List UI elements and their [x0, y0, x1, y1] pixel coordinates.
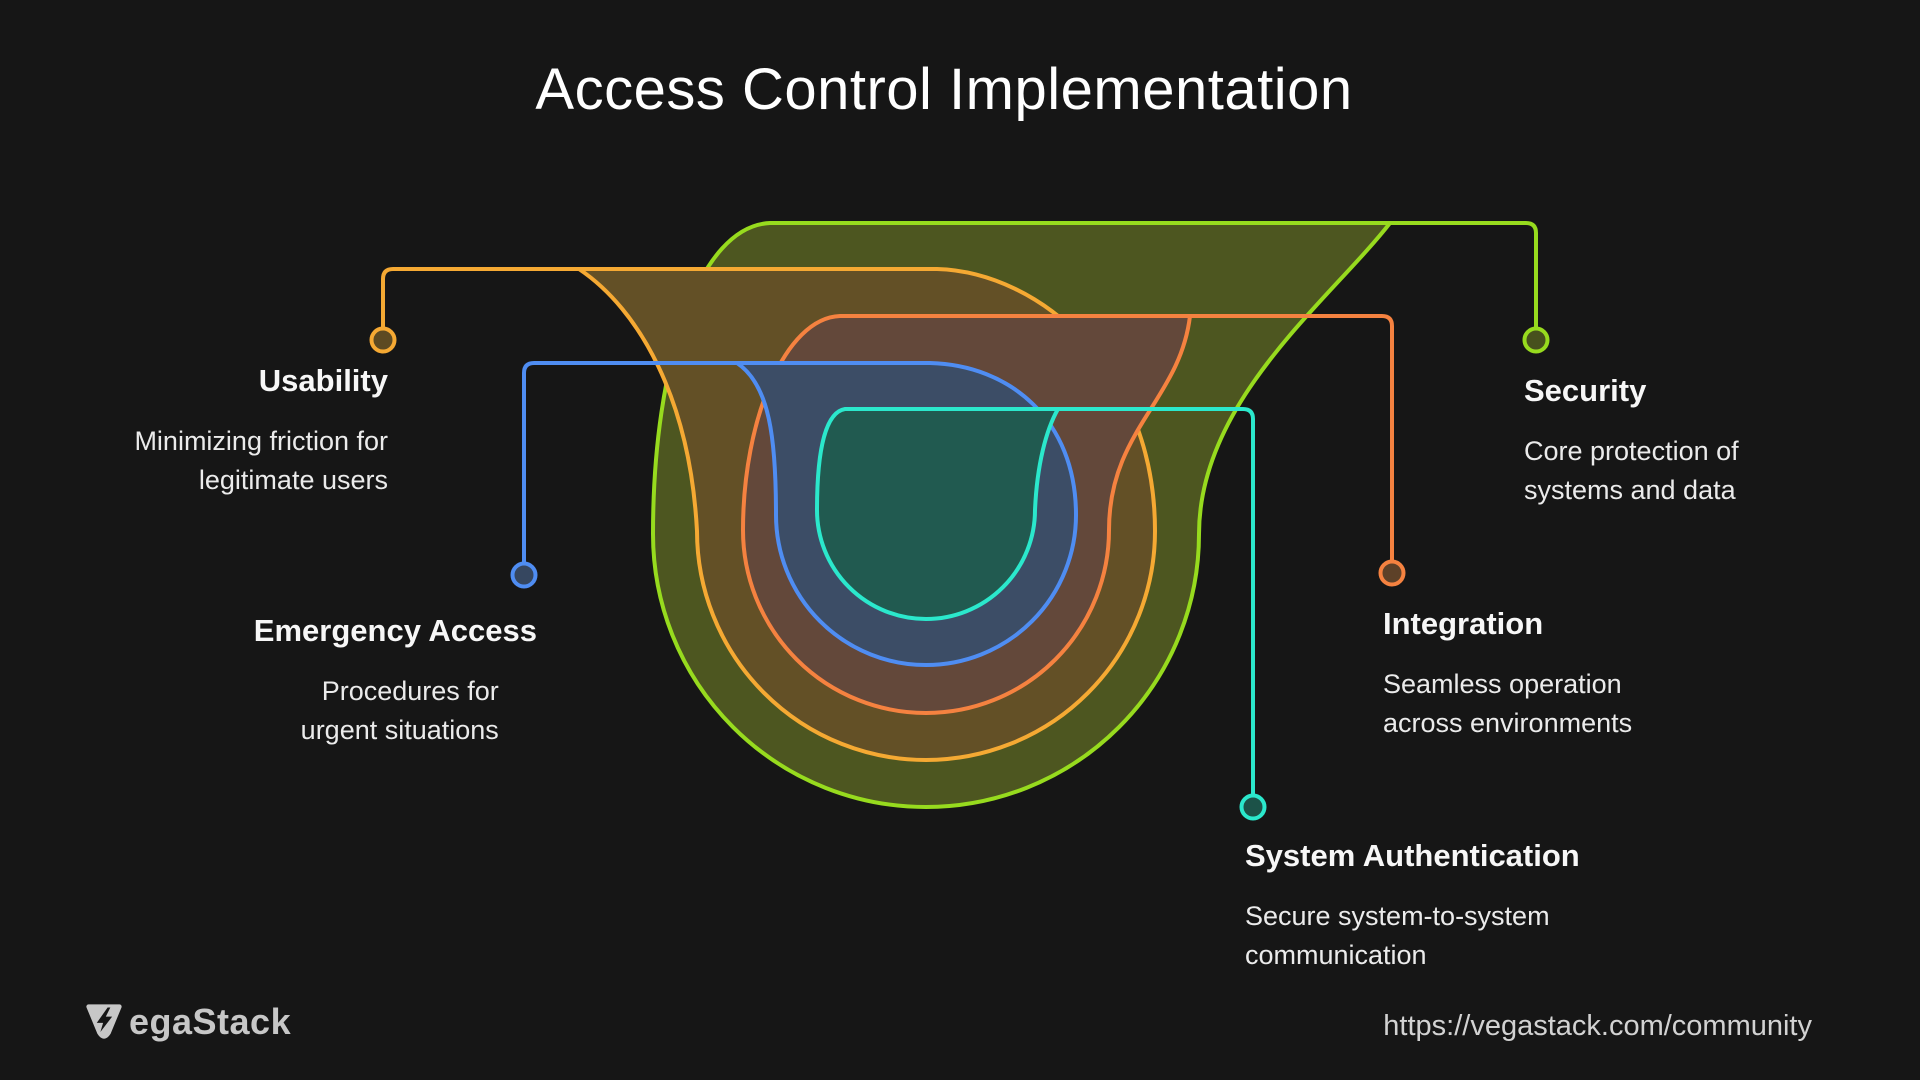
callout-usability-title: Usability — [258, 363, 388, 398]
brand-wordmark: egaStack — [129, 1001, 292, 1042]
integration-marker-dot — [1378, 559, 1406, 587]
callout-emergency-access-desc: Procedures for urgent situations — [300, 676, 499, 746]
usability-marker-dot — [369, 326, 397, 354]
callout-usability: Usability Minimizing friction for legiti… — [68, 361, 388, 500]
system-authentication-connector-line — [1058, 407, 1255, 794]
emergency-access-marker-dot — [510, 561, 538, 589]
integration-connector-line — [1190, 314, 1394, 560]
callout-emergency-access: Emergency Access Procedures for urgent s… — [254, 611, 537, 750]
callout-security-desc: Core protection of systems and data — [1524, 436, 1739, 506]
security-marker-dot — [1522, 326, 1550, 354]
callout-integration-title: Integration — [1383, 606, 1544, 641]
brand-logo: egaStack — [84, 1002, 291, 1042]
system-authentication-shape — [814, 407, 1062, 622]
callout-emergency-access-title: Emergency Access — [253, 613, 537, 648]
security-connector-line — [1390, 221, 1538, 327]
callout-system-authentication: System Authentication Secure system-to-s… — [1245, 836, 1590, 975]
callout-security-title: Security — [1524, 373, 1647, 408]
callout-usability-desc: Minimizing friction for legitimate users — [134, 426, 388, 496]
layer-system-authentication — [814, 407, 1267, 821]
vegastack-v-bolt-icon — [86, 1004, 122, 1039]
callout-integration: Integration Seamless operation across en… — [1383, 604, 1678, 743]
callout-integration-desc: Seamless operation across environments — [1383, 669, 1633, 739]
callout-system-authentication-title: System Authentication — [1245, 838, 1580, 873]
emergency-access-connector-line — [522, 361, 737, 562]
system-authentication-marker-dot — [1239, 793, 1267, 821]
usability-connector-line — [381, 267, 579, 327]
callout-security: Security Core protection of systems and … — [1524, 371, 1809, 510]
page-title: Access Control Implementation — [535, 57, 1353, 122]
footer-url: https://vegastack.com/community — [1383, 1010, 1812, 1042]
callout-system-authentication-desc: Secure system-to-system communication — [1245, 901, 1550, 971]
